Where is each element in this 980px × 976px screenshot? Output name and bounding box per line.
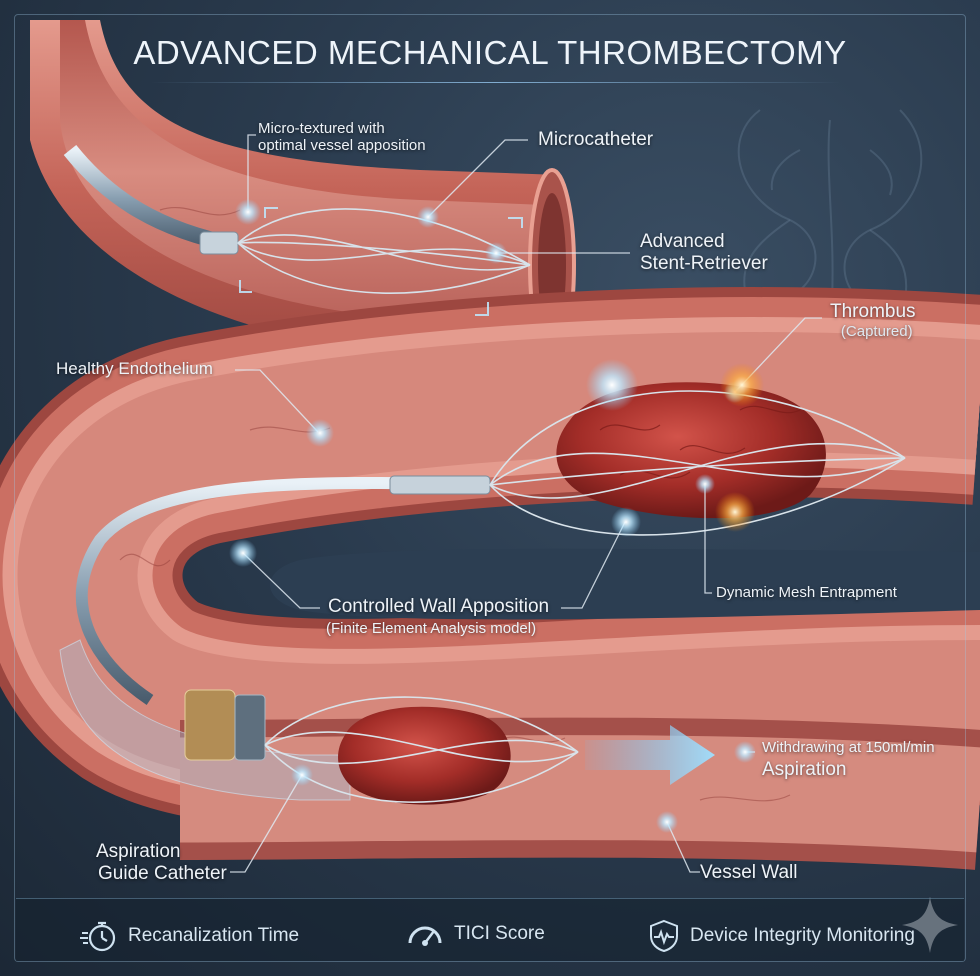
main-catheter [75,475,491,705]
label-guide-catheter: Aspiration Guide Catheter [96,841,227,885]
brain-vessels-backdrop [737,109,923,311]
footer-item-device-integrity: Device Integrity Monitoring [648,919,915,953]
footer-item-tici: TICI Score [406,919,545,949]
stopwatch-icon [80,921,116,952]
page-title: ADVANCED MECHANICAL THROMBECTOMY [133,34,847,71]
shield-heartbeat-icon [650,919,678,953]
label-healthy-endothelium: Healthy Endothelium [56,359,213,378]
label-stent-retriever-line1: Advanced [640,231,725,252]
lower-thrombus-group [264,696,579,805]
footer-label-device-integrity: Device Integrity Monitoring [690,925,915,946]
label-micro-textured-line2: optimal vessel apposition [258,137,426,155]
aspiration-arrow [585,725,715,785]
label-thrombus: Thrombus (Captured) [830,301,916,340]
title-divider [150,82,840,83]
metrics-footer: Recanalization Time TICI Score Device In… [16,898,964,961]
label-withdrawing: Withdrawing at 150ml/min [762,739,935,756]
guide-catheter-shape [59,639,351,801]
label-microcatheter: Microcatheter [538,129,654,150]
vessel-inner-gap [270,548,980,620]
footer-label-tici: TICI Score [454,923,545,944]
footer-label-recanalization: Recanalization Time [128,925,300,946]
label-micro-textured-line1: Micro-textured with [258,120,385,137]
label-thrombus-main: Thrombus [830,301,916,322]
label-mesh-entrapment: Dynamic Mesh Entrapment [716,584,897,601]
label-aspiration: Aspiration [762,759,847,780]
label-vessel-wall: Vessel Wall [700,862,798,883]
focus-brackets [239,207,523,316]
glow-markers [229,199,764,833]
label-stent-retriever: Advanced Stent-Retriever [640,231,768,275]
leader-lines [230,134,822,873]
gauge-icon [408,926,442,946]
upper-device [63,145,531,294]
label-thrombus-sub: (Captured) [840,322,913,340]
label-micro-textured: Micro-textured with optimal vessel appos… [258,120,426,155]
label-stent-retriever-line2: Stent-Retriever [640,252,768,274]
label-wall-apposition: Controlled Wall Apposition [328,596,550,617]
label-wall-apposition-sub: (Finite Element Analysis model) [326,620,537,637]
footer-item-recanalization: Recanalization Time [80,919,299,953]
middle-thrombus-group [489,382,906,536]
label-guide-catheter-line1: Aspiration [96,841,181,862]
label-guide-catheter-line2: Guide Catheter [98,862,227,884]
